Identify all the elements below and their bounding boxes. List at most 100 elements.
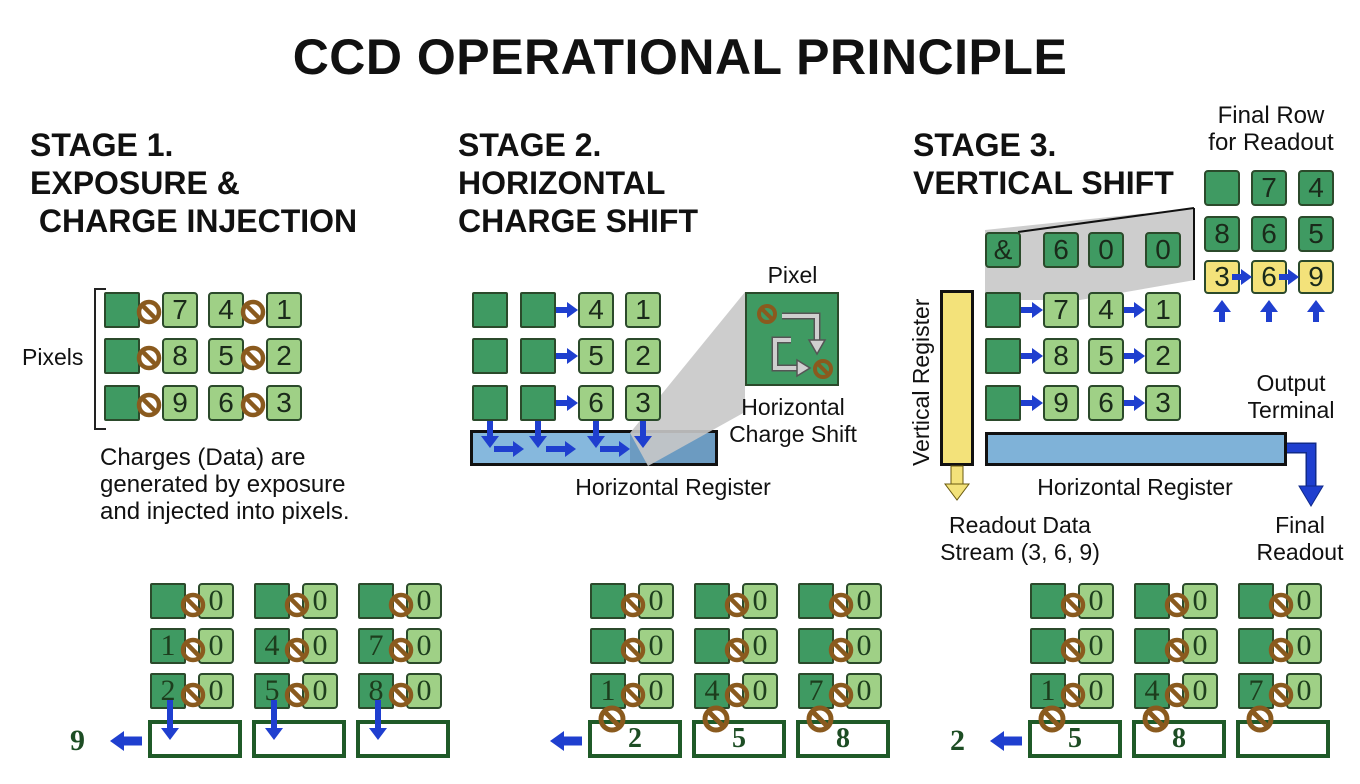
- output-value: 9: [70, 724, 85, 757]
- pixel-cell: [358, 583, 394, 619]
- pixel-charge: 5: [1088, 338, 1124, 374]
- blocked-gate-icon: [284, 592, 310, 618]
- blocked-gate-icon: [240, 392, 266, 418]
- arrow-head: [1213, 300, 1231, 312]
- pixel-cell: [1134, 583, 1170, 619]
- register-block: [356, 720, 450, 758]
- blocked-gate-icon: [620, 637, 646, 663]
- arrow-head: [1288, 269, 1299, 285]
- arrow-head: [513, 441, 524, 457]
- output-terminal-label: Output Terminal: [1247, 370, 1335, 423]
- top-row-cell: 0: [1145, 232, 1181, 268]
- arrow-head: [587, 436, 605, 448]
- top-row-cell: 0: [1088, 232, 1124, 268]
- blocked-gate-icon: [828, 592, 854, 618]
- arrow-head: [265, 728, 283, 740]
- arrow-head: [1032, 348, 1043, 364]
- blocked-gate-icon: [828, 682, 854, 708]
- blocked-gate-icon: [806, 705, 834, 733]
- final-row-cell: [1204, 170, 1240, 206]
- pixel-charge: 2: [625, 338, 661, 374]
- arrow-head: [529, 436, 547, 448]
- pixel-empty: [472, 385, 508, 421]
- output-value: 2: [950, 724, 965, 757]
- charge-shift-arrows-icon: [757, 304, 833, 379]
- pixel-cell: 8: [358, 673, 394, 709]
- pixel-empty: [104, 385, 140, 421]
- blocked-gate-icon: [1268, 637, 1294, 663]
- stage2-register-label: Horizontal Register: [575, 474, 771, 500]
- pixel-cell: 0: [638, 583, 674, 619]
- blocked-gate-icon: [388, 592, 414, 618]
- stage3-heading: STAGE 3. VERTICAL SHIFT: [913, 127, 1174, 201]
- blocked-gate-icon: [1164, 637, 1190, 663]
- pixel-charge: 6: [578, 385, 614, 421]
- arrow-head: [567, 395, 578, 411]
- pixel-empty: [104, 338, 140, 374]
- pixel-charge: 8: [162, 338, 198, 374]
- blocked-gate-icon: [240, 299, 266, 325]
- pixel-cell: 1: [1030, 673, 1066, 709]
- blocked-gate-icon: [240, 345, 266, 371]
- pixel-charge: 6: [1088, 385, 1124, 421]
- pixel-charge: 3: [1145, 385, 1181, 421]
- readout-cell: 9: [1298, 260, 1334, 294]
- pixel-empty: [985, 292, 1021, 328]
- pixel-charge: 8: [1043, 338, 1079, 374]
- pixel-charge: 9: [1043, 385, 1079, 421]
- blocked-gate-icon: [1038, 705, 1066, 733]
- blocked-gate-icon: [1268, 682, 1294, 708]
- top-row-cell: &: [985, 232, 1021, 268]
- pixel-cell: [590, 583, 626, 619]
- arrow-head: [1134, 348, 1145, 364]
- pixel-cell: 0: [1286, 583, 1322, 619]
- arrow-head: [369, 728, 387, 740]
- pixel-empty: [472, 292, 508, 328]
- readout-cell: 3: [1204, 260, 1240, 294]
- blocked-gate-icon: [388, 637, 414, 663]
- pixel-cell: 0: [406, 673, 442, 709]
- final-row-cell: 5: [1298, 216, 1334, 252]
- register-block: [252, 720, 346, 758]
- final-row-cell: 8: [1204, 216, 1240, 252]
- register-block: [148, 720, 242, 758]
- blocked-gate-icon: [724, 592, 750, 618]
- blocked-gate-icon: [180, 592, 206, 618]
- pixel-cell: 0: [1078, 673, 1114, 709]
- inset-caption: Horizontal Charge Shift: [729, 394, 857, 447]
- pixel-charge: 4: [578, 292, 614, 328]
- arrow-head: [1307, 300, 1325, 312]
- pixel-charge: 1: [266, 292, 302, 328]
- pixel-charge: 9: [162, 385, 198, 421]
- vertical-register: [940, 290, 974, 466]
- blocked-gate-icon: [724, 682, 750, 708]
- stage2-heading: STAGE 2. HORIZONTAL CHARGE SHIFT: [458, 127, 698, 239]
- pixel-cell: [590, 628, 626, 664]
- pixel-empty: [520, 338, 556, 374]
- blocked-gate-icon: [1060, 637, 1086, 663]
- pixel-charge: 1: [1145, 292, 1181, 328]
- pixel-cell: 0: [638, 673, 674, 709]
- blocked-gate-icon: [1246, 705, 1274, 733]
- blocked-gate-icon: [724, 637, 750, 663]
- pixel-charge: 3: [625, 385, 661, 421]
- blocked-gate-icon: [1268, 592, 1294, 618]
- inset-title: Pixel: [767, 262, 818, 288]
- blocked-gate-icon: [136, 345, 162, 371]
- arrow-head: [161, 728, 179, 740]
- blocked-gate-icon: [620, 592, 646, 618]
- blocked-gate-icon: [284, 682, 310, 708]
- arrow-head: [1032, 395, 1043, 411]
- blocked-gate-icon: [284, 637, 310, 663]
- blocked-gate-icon: [388, 682, 414, 708]
- pixel-cell: 1: [590, 673, 626, 709]
- arrow-head: [481, 436, 499, 448]
- stage1-caption: Charges (Data) are generated by exposure…: [100, 444, 350, 525]
- pixel-charge: 4: [208, 292, 244, 328]
- pixel-cell: 0: [198, 583, 234, 619]
- pixel-charge: 7: [162, 292, 198, 328]
- arrow-head: [1241, 269, 1252, 285]
- register-block: 8: [1132, 720, 1226, 758]
